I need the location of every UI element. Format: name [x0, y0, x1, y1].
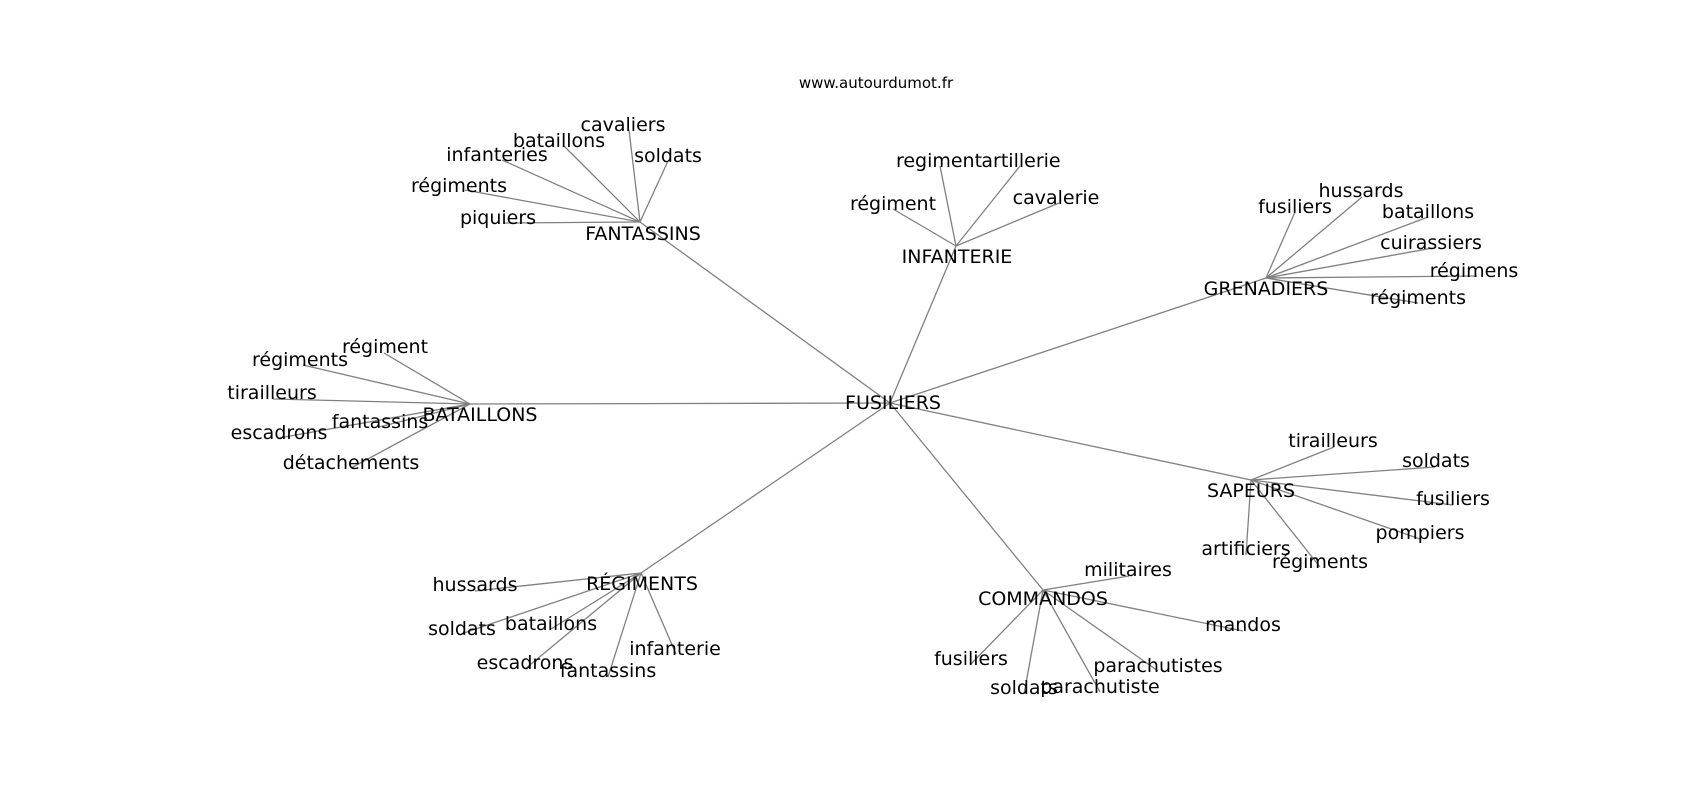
leaf-node-sapeurs-0: tirailleurs: [1288, 430, 1377, 452]
edge-infanterie-leaf-2: [892, 208, 957, 247]
center-node: FUSILIERS: [845, 392, 941, 414]
edge-fantassins-leaf-0: [628, 129, 641, 223]
edge-bataillons-leaf-5: [350, 403, 471, 469]
leaf-node-infanterie-2: régiment: [850, 193, 936, 215]
leaf-node-fantassins-1: bataillons: [513, 130, 605, 152]
leaf-node-grenadiers-4: régimens: [1430, 260, 1519, 282]
leaf-node-grenadiers-1: hussards: [1319, 180, 1404, 202]
edge-bataillons-leaf-1: [302, 364, 471, 405]
leaf-node-fantassins-5: piquiers: [460, 207, 536, 229]
edge-commandos-leaf-4: [1023, 589, 1044, 695]
hub-node-regiments: RÉGIMENTS: [586, 572, 698, 595]
edge-center-fantassins: [639, 221, 891, 404]
leaf-node-bataillons-5: détachements: [283, 452, 420, 474]
leaf-node-sapeurs-5: régiments: [1272, 551, 1368, 573]
edge-fantassins-leaf-2: [501, 159, 641, 223]
leaf-node-commandos-1: mandos: [1205, 614, 1281, 636]
leaf-node-regiments-5: fantassins: [560, 660, 656, 682]
hub-node-infanterie: INFANTERIE: [902, 246, 1013, 268]
edge-grenadiers-leaf-4: [1265, 275, 1478, 279]
edge-bataillons-leaf-3: [378, 403, 471, 428]
edge-regiments-leaf-5: [607, 572, 642, 678]
leaf-node-sapeurs-2: fusiliers: [1416, 488, 1490, 510]
edge-fantassins-leaf-5: [503, 221, 641, 224]
leaf-node-grenadiers-0: fusiliers: [1258, 196, 1332, 218]
edge-infanterie-leaf-3: [955, 202, 1060, 247]
leaf-node-bataillons-3: fantassins: [332, 411, 428, 433]
hub-node-fantassins: FANTASSINS: [585, 223, 701, 245]
leaf-node-regiments-3: infanterie: [629, 638, 721, 660]
edge-grenadiers-leaf-1: [1265, 196, 1363, 279]
edge-infanterie-leaf-0: [939, 165, 957, 247]
edge-sapeurs-leaf-1: [1250, 466, 1436, 481]
edge-center-commandos: [889, 402, 1044, 591]
graph-labels: www.autourdumot.fr FUSILIERS cavaliersba…: [227, 74, 1518, 699]
leaf-node-grenadiers-3: cuirassiers: [1380, 232, 1482, 254]
edge-grenadiers-leaf-3: [1265, 247, 1434, 279]
leaf-node-grenadiers-5: régiments: [1370, 287, 1466, 309]
edge-center-regiments: [640, 402, 891, 574]
leaf-node-commandos-4: soldats: [990, 677, 1058, 699]
edge-bataillons-leaf-0: [383, 352, 471, 405]
edge-regiments-leaf-1: [460, 572, 642, 635]
leaf-node-fantassins-3: soldats: [634, 145, 702, 167]
source-label: www.autourdumot.fr: [799, 74, 954, 92]
edge-fantassins-leaf-3: [639, 160, 669, 223]
edge-grenadiers-leaf-5: [1265, 277, 1419, 304]
leaf-node-infanterie-3: cavalerie: [1013, 187, 1100, 209]
leaf-node-fantassins-0: cavaliers: [581, 114, 666, 136]
edge-commandos-leaf-1: [1042, 589, 1244, 632]
edge-grenadiers-leaf-0: [1265, 211, 1296, 279]
edge-commandos-leaf-2: [970, 589, 1044, 665]
edge-commandos-leaf-0: [1042, 575, 1130, 591]
leaf-node-regiments-1: soldats: [428, 618, 496, 640]
edge-center-grenadiers: [889, 277, 1267, 404]
leaf-node-regiments-0: hussards: [433, 574, 518, 596]
edge-center-sapeurs: [889, 402, 1252, 481]
hub-node-grenadiers: GRENADIERS: [1204, 278, 1329, 300]
leaf-node-fantassins-2: infanteries: [446, 144, 548, 166]
leaf-node-bataillons-4: escadrons: [231, 422, 328, 444]
edge-sapeurs-leaf-0: [1250, 446, 1335, 481]
edge-center-bataillons: [469, 402, 891, 405]
leaf-node-infanterie-1: artillerie: [981, 150, 1060, 172]
edge-grenadiers-leaf-2: [1265, 216, 1429, 279]
leaf-node-sapeurs-1: soldats: [1402, 450, 1470, 472]
graph-edges: [272, 129, 1478, 695]
edge-sapeurs-leaf-3: [1250, 479, 1421, 540]
edge-regiments-leaf-3: [640, 572, 677, 655]
leaf-node-commandos-5: parachutiste: [1040, 676, 1159, 698]
leaf-node-regiments-2: bataillons: [505, 613, 597, 635]
leaf-node-bataillons-2: tirailleurs: [227, 382, 316, 404]
edge-regiments-leaf-0: [474, 572, 642, 592]
edge-sapeurs-leaf-4: [1245, 479, 1252, 556]
leaf-node-commandos-0: militaires: [1084, 559, 1172, 581]
hub-node-bataillons: BATAILLONS: [422, 404, 537, 426]
edge-regiments-leaf-2: [550, 572, 642, 630]
leaf-node-sapeurs-4: artificiers: [1201, 538, 1290, 560]
leaf-node-bataillons-1: régiments: [252, 349, 348, 371]
leaf-node-commandos-3: parachutistes: [1093, 655, 1222, 677]
edge-fantassins-leaf-4: [464, 189, 641, 223]
edge-sapeurs-leaf-5: [1250, 479, 1321, 568]
hub-node-sapeurs: SAPEURS: [1207, 480, 1295, 502]
edge-bataillons-leaf-4: [278, 403, 471, 439]
leaf-node-grenadiers-2: bataillons: [1382, 201, 1474, 223]
leaf-node-commandos-2: fusiliers: [934, 648, 1008, 670]
edge-center-infanterie: [889, 245, 957, 404]
edge-regiments-leaf-4: [524, 572, 642, 670]
leaf-node-regiments-4: escadrons: [477, 652, 574, 674]
edge-sapeurs-leaf-2: [1250, 479, 1454, 506]
edge-fantassins-leaf-1: [563, 145, 641, 223]
edge-commandos-leaf-3: [1042, 589, 1159, 672]
hub-node-commandos: COMMANDOS: [978, 588, 1108, 610]
leaf-node-sapeurs-3: pompiers: [1376, 522, 1465, 544]
leaf-node-fantassins-4: régiments: [411, 175, 507, 197]
edge-bataillons-leaf-2: [272, 398, 471, 405]
leaf-node-infanterie-0: regiment: [896, 150, 982, 172]
leaf-node-bataillons-0: régiment: [342, 336, 428, 358]
edge-infanterie-leaf-1: [955, 165, 1021, 247]
edge-commandos-leaf-5: [1042, 589, 1101, 693]
